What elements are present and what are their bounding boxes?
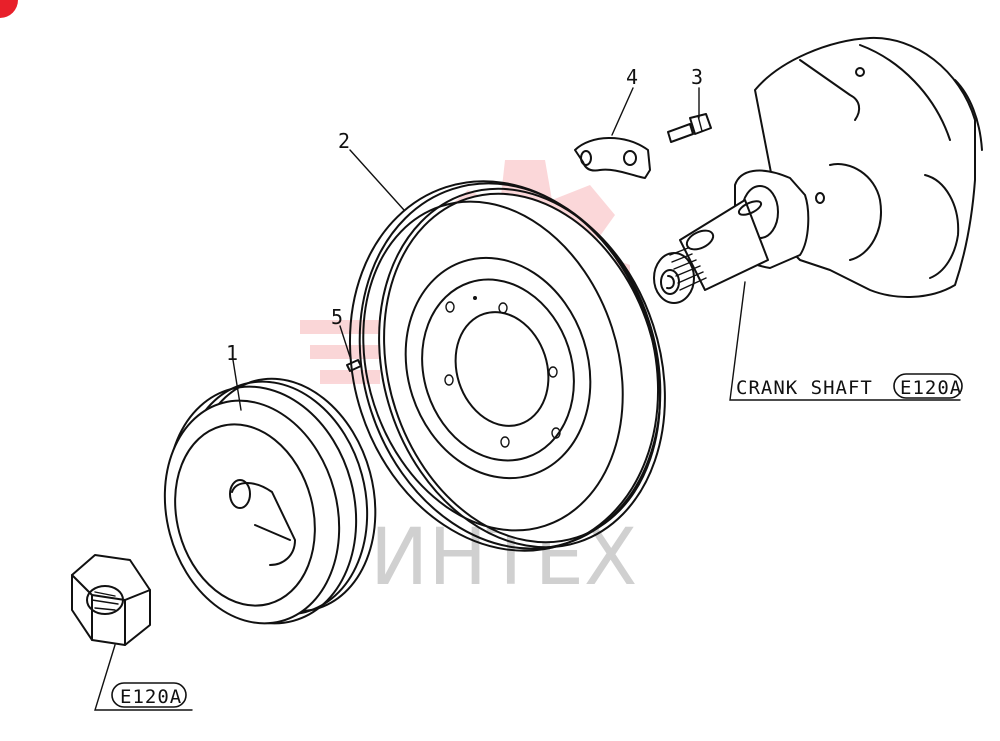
leader-lines: [94, 87, 961, 711]
nut-ref-badge: [111, 682, 187, 708]
callout-1: 1: [226, 341, 238, 365]
callout-3: 3: [691, 65, 703, 89]
crank-shaft-label: CRANK SHAFT: [736, 377, 873, 399]
pulley: [163, 377, 377, 625]
hex-nut: [71, 554, 151, 646]
crank-shaft-ref: E120A: [900, 377, 962, 399]
nut-ref: E120A: [120, 686, 182, 708]
callout-5: 5: [331, 305, 343, 329]
crank-shaft: [653, 36, 983, 304]
damper-disc: [348, 180, 666, 552]
callout-4: 4: [626, 65, 638, 89]
key-pin: [346, 359, 362, 372]
half-washer: [574, 137, 651, 179]
corner-badge: [0, 0, 18, 18]
bolt: [667, 113, 712, 143]
callout-2: 2: [338, 129, 350, 153]
crank-shaft-ref-badge: [893, 373, 963, 399]
